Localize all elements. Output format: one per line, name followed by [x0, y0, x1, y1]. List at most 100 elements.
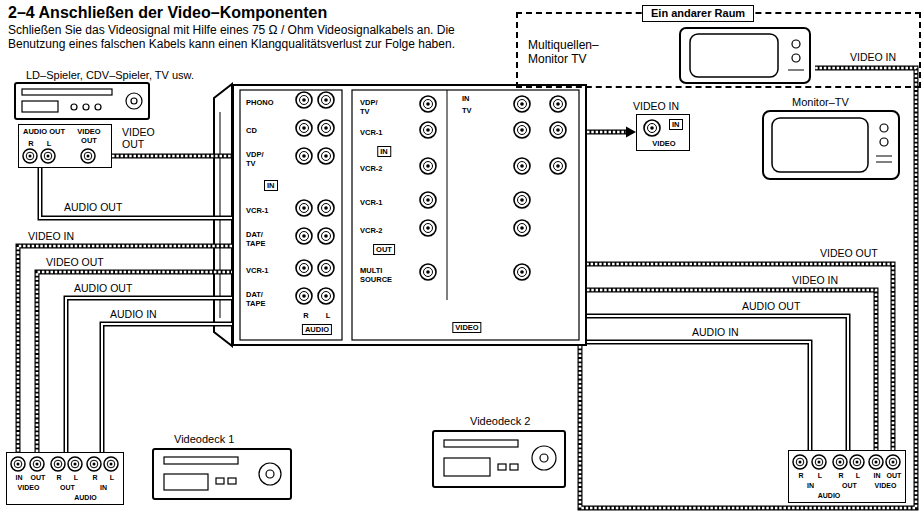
cable-sheath	[66, 298, 232, 452]
jack-label: DAT/ TAPE	[246, 290, 270, 308]
deck-jack	[850, 455, 864, 469]
deck-jack	[51, 457, 65, 471]
tv-jack	[644, 120, 660, 136]
receiver-jack	[514, 264, 530, 280]
cable-sheath	[102, 324, 232, 452]
videodeck-front	[540, 454, 548, 462]
receiver-jack	[318, 260, 334, 276]
jack-label: PHONO	[246, 98, 274, 107]
ld-player: LD–Spieler, CDV–Spieler, TV usw.	[14, 82, 150, 120]
multi-tv-picture	[690, 34, 778, 77]
jack-label: VDP/ TV	[246, 150, 270, 168]
jack-label: TV	[462, 106, 472, 115]
cable-label: AUDIO IN	[108, 308, 159, 320]
cable-label: VIDEO OUT	[120, 126, 162, 150]
jack-label: R	[92, 474, 97, 482]
deck-jack-panel: RLRLINOUTINOUTVIDEOAUDIO	[788, 450, 906, 503]
receiver-body	[352, 90, 579, 340]
monitor-tv: Monitor–TV	[762, 110, 900, 180]
receiver-jack	[296, 148, 312, 164]
receiver-jack	[420, 122, 436, 138]
ld-player-front	[95, 104, 101, 110]
jack-panel: AUDIO OUTRLVIDEO OUT	[18, 124, 112, 168]
ld-jack	[23, 149, 37, 163]
deck-jack-panel: INOUTRLRLVIDEOOUTINAUDIO	[6, 452, 124, 505]
receiver-jack	[318, 200, 334, 216]
videodeck: Videodeck 2	[432, 430, 566, 488]
deck-jack	[87, 457, 101, 471]
device-label: Multiquellen– Monitor TV	[528, 38, 632, 66]
monitor-tv-picture	[772, 118, 892, 172]
cable-label: VIDEO OUT	[818, 247, 880, 259]
cable-core	[18, 246, 232, 452]
jack-label: VIDEO	[18, 484, 40, 492]
receiver-jack	[296, 228, 312, 244]
cable-sheath	[112, 154, 232, 159]
jack-label: R	[798, 472, 803, 480]
videodeck-front	[216, 478, 224, 484]
jack-label: OUT	[842, 482, 857, 490]
receiver-jack	[296, 260, 312, 276]
receiver-jack	[296, 288, 312, 304]
cable-core	[112, 155, 232, 158]
cable-sheath	[587, 264, 893, 450]
receiver-body	[214, 84, 579, 346]
receiver-jack	[514, 122, 530, 138]
receiver-jack	[514, 96, 530, 112]
jack-label: VIDEO	[452, 322, 481, 333]
receiver-jack	[318, 92, 334, 108]
page-title: 2–4 Anschließen der Video–Komponenten	[8, 3, 327, 22]
cable	[587, 290, 876, 450]
receiver-jack	[550, 122, 566, 138]
videodeck-front	[164, 457, 238, 464]
cable-core	[37, 272, 232, 452]
receiver-jack	[420, 192, 436, 208]
jack-label: L	[110, 474, 114, 482]
cable-sheath	[37, 272, 232, 452]
ld-player-front	[83, 104, 89, 110]
cable-label: VIDEO OUT	[44, 256, 106, 268]
receiver-jack	[420, 158, 436, 174]
multi-source-monitor-tv: Multiquellen– Monitor TV	[524, 26, 815, 84]
receiver-jack	[318, 288, 334, 304]
deck-jack	[812, 455, 826, 469]
cable-core	[40, 168, 232, 218]
jack-label: IN	[807, 482, 814, 490]
monitor-tv-picture	[880, 138, 888, 146]
cable-label: VIDEO IN	[790, 274, 840, 286]
jack-label: L	[47, 139, 52, 148]
cable-label: AUDIO IN	[690, 326, 741, 338]
jack-label: VCR-1	[246, 206, 269, 215]
ld-player-front	[126, 93, 142, 109]
device-label: Videodeck 1	[174, 433, 234, 446]
receiver-body	[447, 90, 448, 300]
jack-label: VDP/ TV	[360, 98, 384, 116]
cable	[40, 168, 232, 218]
receiver-jack	[514, 158, 530, 174]
videodeck-front	[498, 464, 506, 470]
jack-label: L	[856, 472, 860, 480]
ld-jack	[81, 149, 95, 163]
jack-label: IN	[16, 474, 23, 482]
ld-player-front	[131, 98, 137, 104]
cable-core	[587, 131, 628, 134]
jack-label: VIDEO	[652, 139, 675, 148]
jack-label: VCR-1	[360, 198, 383, 207]
cable	[580, 68, 916, 508]
jack-label: IN	[874, 472, 881, 480]
device-label: Monitor–TV	[792, 96, 849, 109]
jack-label: CD	[246, 126, 257, 135]
receiver-jack	[514, 192, 530, 208]
jack-label: IN	[462, 94, 470, 103]
videodeck-front	[259, 463, 281, 485]
jack-label: L	[326, 311, 331, 320]
multi-tv-picture	[680, 28, 810, 83]
receiver-body	[214, 84, 232, 346]
jack-label: R	[838, 472, 843, 480]
receiver-jack	[420, 264, 436, 280]
cable	[112, 156, 232, 157]
cable-sheath	[587, 342, 810, 450]
jack-label: AUDIO	[818, 492, 841, 500]
videodeck-front	[228, 478, 236, 484]
tv-jack-panel: VIDEO ININVIDEO	[636, 114, 690, 151]
